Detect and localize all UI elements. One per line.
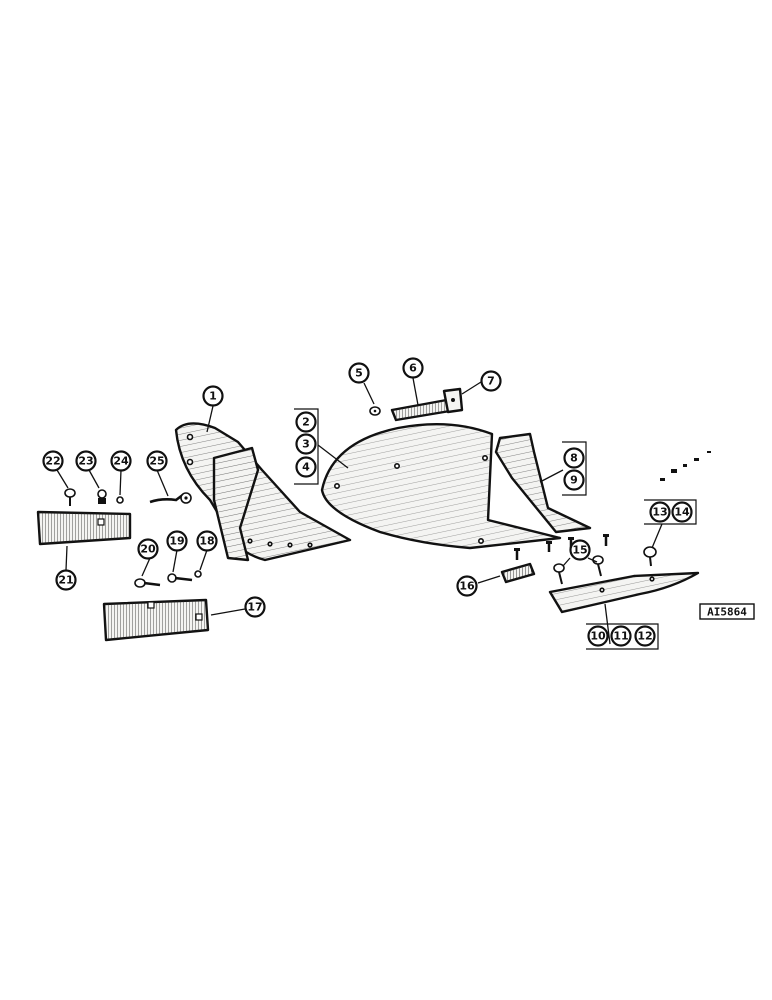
part-7-clip — [442, 387, 464, 414]
svg-text:13: 13 — [652, 506, 667, 519]
callout-20: 20 — [137, 538, 159, 560]
part-21-plate — [36, 488, 132, 546]
part-8-9-shin — [494, 432, 592, 534]
callout-13: 13 — [649, 501, 671, 523]
svg-text:1: 1 — [209, 390, 217, 403]
svg-text:9: 9 — [570, 474, 578, 487]
svg-text:2: 2 — [302, 416, 310, 429]
svg-text:7: 7 — [487, 375, 495, 388]
svg-text:15: 15 — [572, 544, 587, 557]
callout-18: 18 — [196, 530, 218, 552]
svg-text:12: 12 — [637, 630, 652, 643]
svg-text:16: 16 — [459, 580, 475, 593]
part-16-bracket — [500, 534, 609, 584]
part-2-3-4-moldboard — [320, 422, 562, 550]
svg-text:4: 4 — [302, 461, 310, 474]
svg-text:8: 8 — [570, 452, 578, 465]
callout-10: 10 — [587, 625, 609, 647]
callout-5: 5 — [348, 362, 370, 384]
svg-text:3: 3 — [302, 438, 310, 451]
svg-text:19: 19 — [169, 535, 184, 548]
callout-24: 24 — [110, 450, 132, 472]
callout-9: 9 — [563, 469, 585, 491]
svg-text:AI5864: AI5864 — [707, 606, 747, 619]
part-25-hook — [149, 492, 192, 504]
reference-code-label: AI5864 — [699, 603, 755, 620]
callout-15: 15 — [569, 539, 591, 561]
part-1-frog — [174, 422, 352, 562]
callout-8: 8 — [563, 447, 585, 469]
callout-19: 19 — [166, 530, 188, 552]
callout-23: 23 — [75, 450, 97, 472]
part-5-washer — [369, 406, 381, 416]
callout-22: 22 — [42, 450, 64, 472]
callout-21: 21 — [55, 569, 77, 591]
callout-brackets — [294, 408, 697, 650]
svg-text:5: 5 — [355, 367, 363, 380]
svg-text:18: 18 — [199, 535, 214, 548]
callout-16: 16 — [456, 575, 478, 597]
svg-text:23: 23 — [78, 455, 93, 468]
callout-1: 1 — [202, 385, 224, 407]
svg-text:21: 21 — [58, 574, 73, 587]
callout-14: 14 — [671, 501, 693, 523]
part-15-plow-bolts — [553, 555, 604, 585]
leader-lines — [56, 377, 663, 645]
part-17-plate — [102, 570, 210, 642]
callout-4: 4 — [295, 456, 317, 478]
svg-text:6: 6 — [409, 362, 417, 375]
callout-3: 3 — [295, 433, 317, 455]
callout-2: 2 — [295, 411, 317, 433]
svg-text:25: 25 — [149, 455, 164, 468]
svg-text:22: 22 — [45, 455, 60, 468]
callout-11: 11 — [610, 625, 632, 647]
svg-text:24: 24 — [113, 455, 129, 468]
callout-12: 12 — [634, 625, 656, 647]
svg-text:17: 17 — [247, 601, 262, 614]
callout-6: 6 — [402, 357, 424, 379]
part-13-14-heel-bolt — [643, 546, 657, 567]
part-10-11-12-landside — [548, 571, 700, 614]
callout-25: 25 — [146, 450, 168, 472]
svg-text:11: 11 — [613, 630, 628, 643]
svg-text:14: 14 — [674, 506, 690, 519]
small-hardware — [660, 451, 711, 481]
callout-17: 17 — [244, 596, 266, 618]
callout-7: 7 — [480, 370, 502, 392]
svg-text:20: 20 — [140, 543, 156, 556]
svg-text:10: 10 — [590, 630, 606, 643]
